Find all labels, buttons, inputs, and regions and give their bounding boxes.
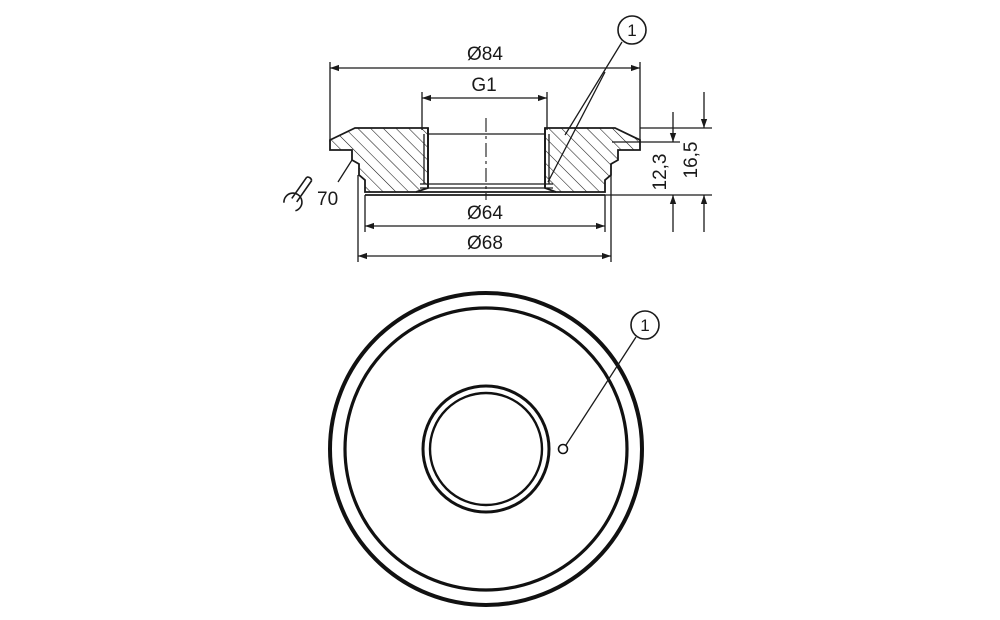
callout-number-top: 1 [640,316,649,335]
wrench-leader [337,159,353,183]
bore-circle-inner [428,391,544,507]
callout-leader-side [564,41,623,136]
top-view: 1 [328,291,660,607]
inner-ring [343,306,629,592]
callout-bubble-top [630,310,660,340]
label-outer-diameter: Ø84 [467,44,503,65]
bore-circle-outer [421,384,551,514]
extension-lines [329,62,712,262]
callout-bubble-side [617,15,647,45]
callout-number-side: 1 [627,21,636,40]
section-left-body [329,127,429,193]
label-height-total: 16,5 [681,142,702,179]
wrench-icon [283,176,313,212]
marker-dot [557,443,569,455]
side-section-view: Ø84 G1 Ø64 Ø68 12,3 16,5 70 1 [283,15,712,262]
label-thread: G1 [471,75,496,96]
callout-leader-top [565,336,637,446]
outer-ring [328,291,644,607]
label-wrench-size: 70 [317,189,338,210]
label-base-diameter: Ø68 [467,233,503,254]
label-height-inner: 12,3 [650,154,671,191]
callout-leader-side-2 [547,71,606,183]
label-shoulder-diameter: Ø64 [467,203,503,224]
